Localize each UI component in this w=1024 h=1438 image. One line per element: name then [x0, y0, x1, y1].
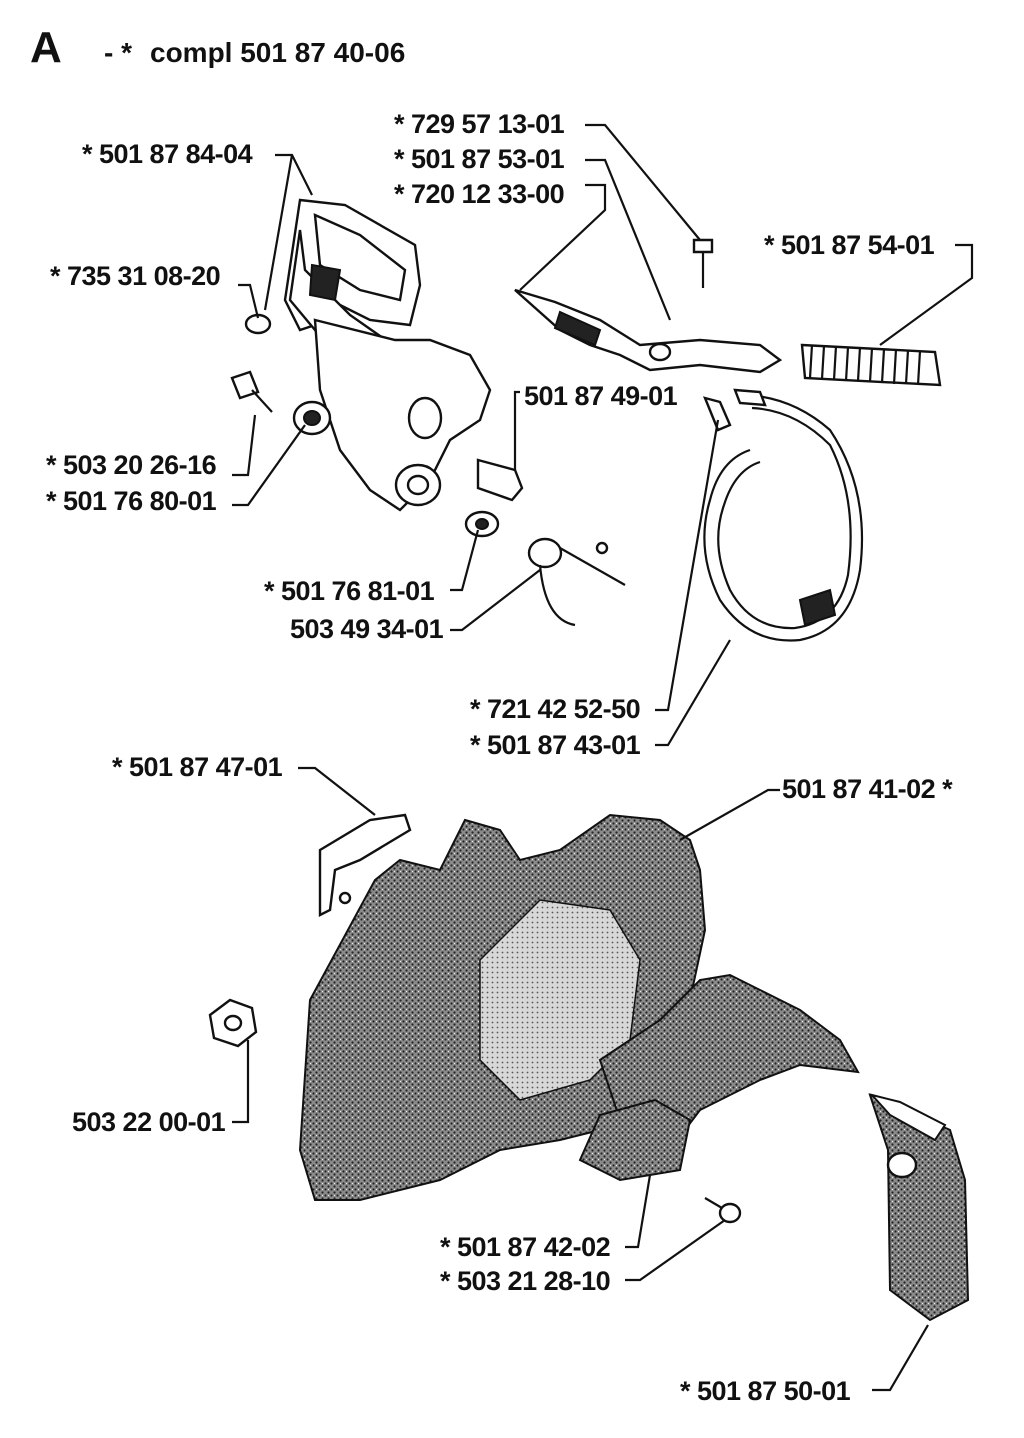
label-501-76-80-01: * 501 76 80-01 [46, 486, 217, 516]
sleeve-part [292, 400, 332, 436]
label-735-31-08-20: * 735 31 08-20 [50, 261, 220, 291]
label-501-87-53-01: * 501 87 53-01 [394, 144, 565, 174]
label-503-20-26-16: * 503 20 26-16 [46, 450, 217, 480]
label-501-87-47-01: * 501 87 47-01 [112, 752, 283, 782]
label-501-87-50-01: * 501 87 50-01 [680, 1376, 851, 1406]
label-721-42-52-50: * 721 42 52-50 [470, 694, 640, 724]
section-letter: A [30, 23, 62, 72]
chain-guide-plate-part [578, 1098, 692, 1182]
leader-lines [232, 123, 974, 1392]
brake-bracket-part [313, 318, 492, 512]
header-prefix: - * [104, 37, 132, 68]
label-501-87-42-02: * 501 87 42-02 [440, 1232, 610, 1262]
label-501-76-81-01: * 501 76 81-01 [264, 576, 435, 606]
nut-part [208, 998, 258, 1048]
bushing-part [464, 510, 500, 538]
label-501-87-49-01: 501 87 49-01 [524, 381, 678, 411]
torsion-spring-part [527, 537, 626, 627]
label-501-87-54-01: * 501 87 54-01 [764, 230, 935, 260]
label-729-57-13-01: * 729 57 13-01 [394, 109, 565, 139]
cover-screw-part [704, 1197, 742, 1224]
label-501-87-84-04: * 501 87 84-04 [82, 139, 253, 169]
rear-guard-part [868, 1093, 970, 1322]
compression-spring-part [800, 343, 942, 387]
label-501-87-41-02: 501 87 41-02 * [782, 774, 953, 804]
clutch-cover-part [298, 813, 860, 1201]
label-503-22-00-01: 503 22 00-01 [72, 1107, 226, 1137]
pivot-pin-part [476, 458, 524, 502]
chain-catcher-part [318, 813, 412, 917]
label-503-21-28-10: * 503 21 28-10 [440, 1266, 610, 1296]
brake-lever-part [514, 288, 783, 374]
lever-screw-part [692, 238, 714, 288]
brake-band-part [702, 388, 864, 642]
label-720-12-33-00: * 720 12 33-00 [394, 179, 564, 209]
label-501-87-43-01: * 501 87 43-01 [470, 730, 641, 760]
screw-part [230, 370, 273, 413]
label-503-49-34-01: 503 49 34-01 [290, 614, 444, 644]
header-assembly-number: compl 501 87 40-06 [150, 37, 405, 68]
